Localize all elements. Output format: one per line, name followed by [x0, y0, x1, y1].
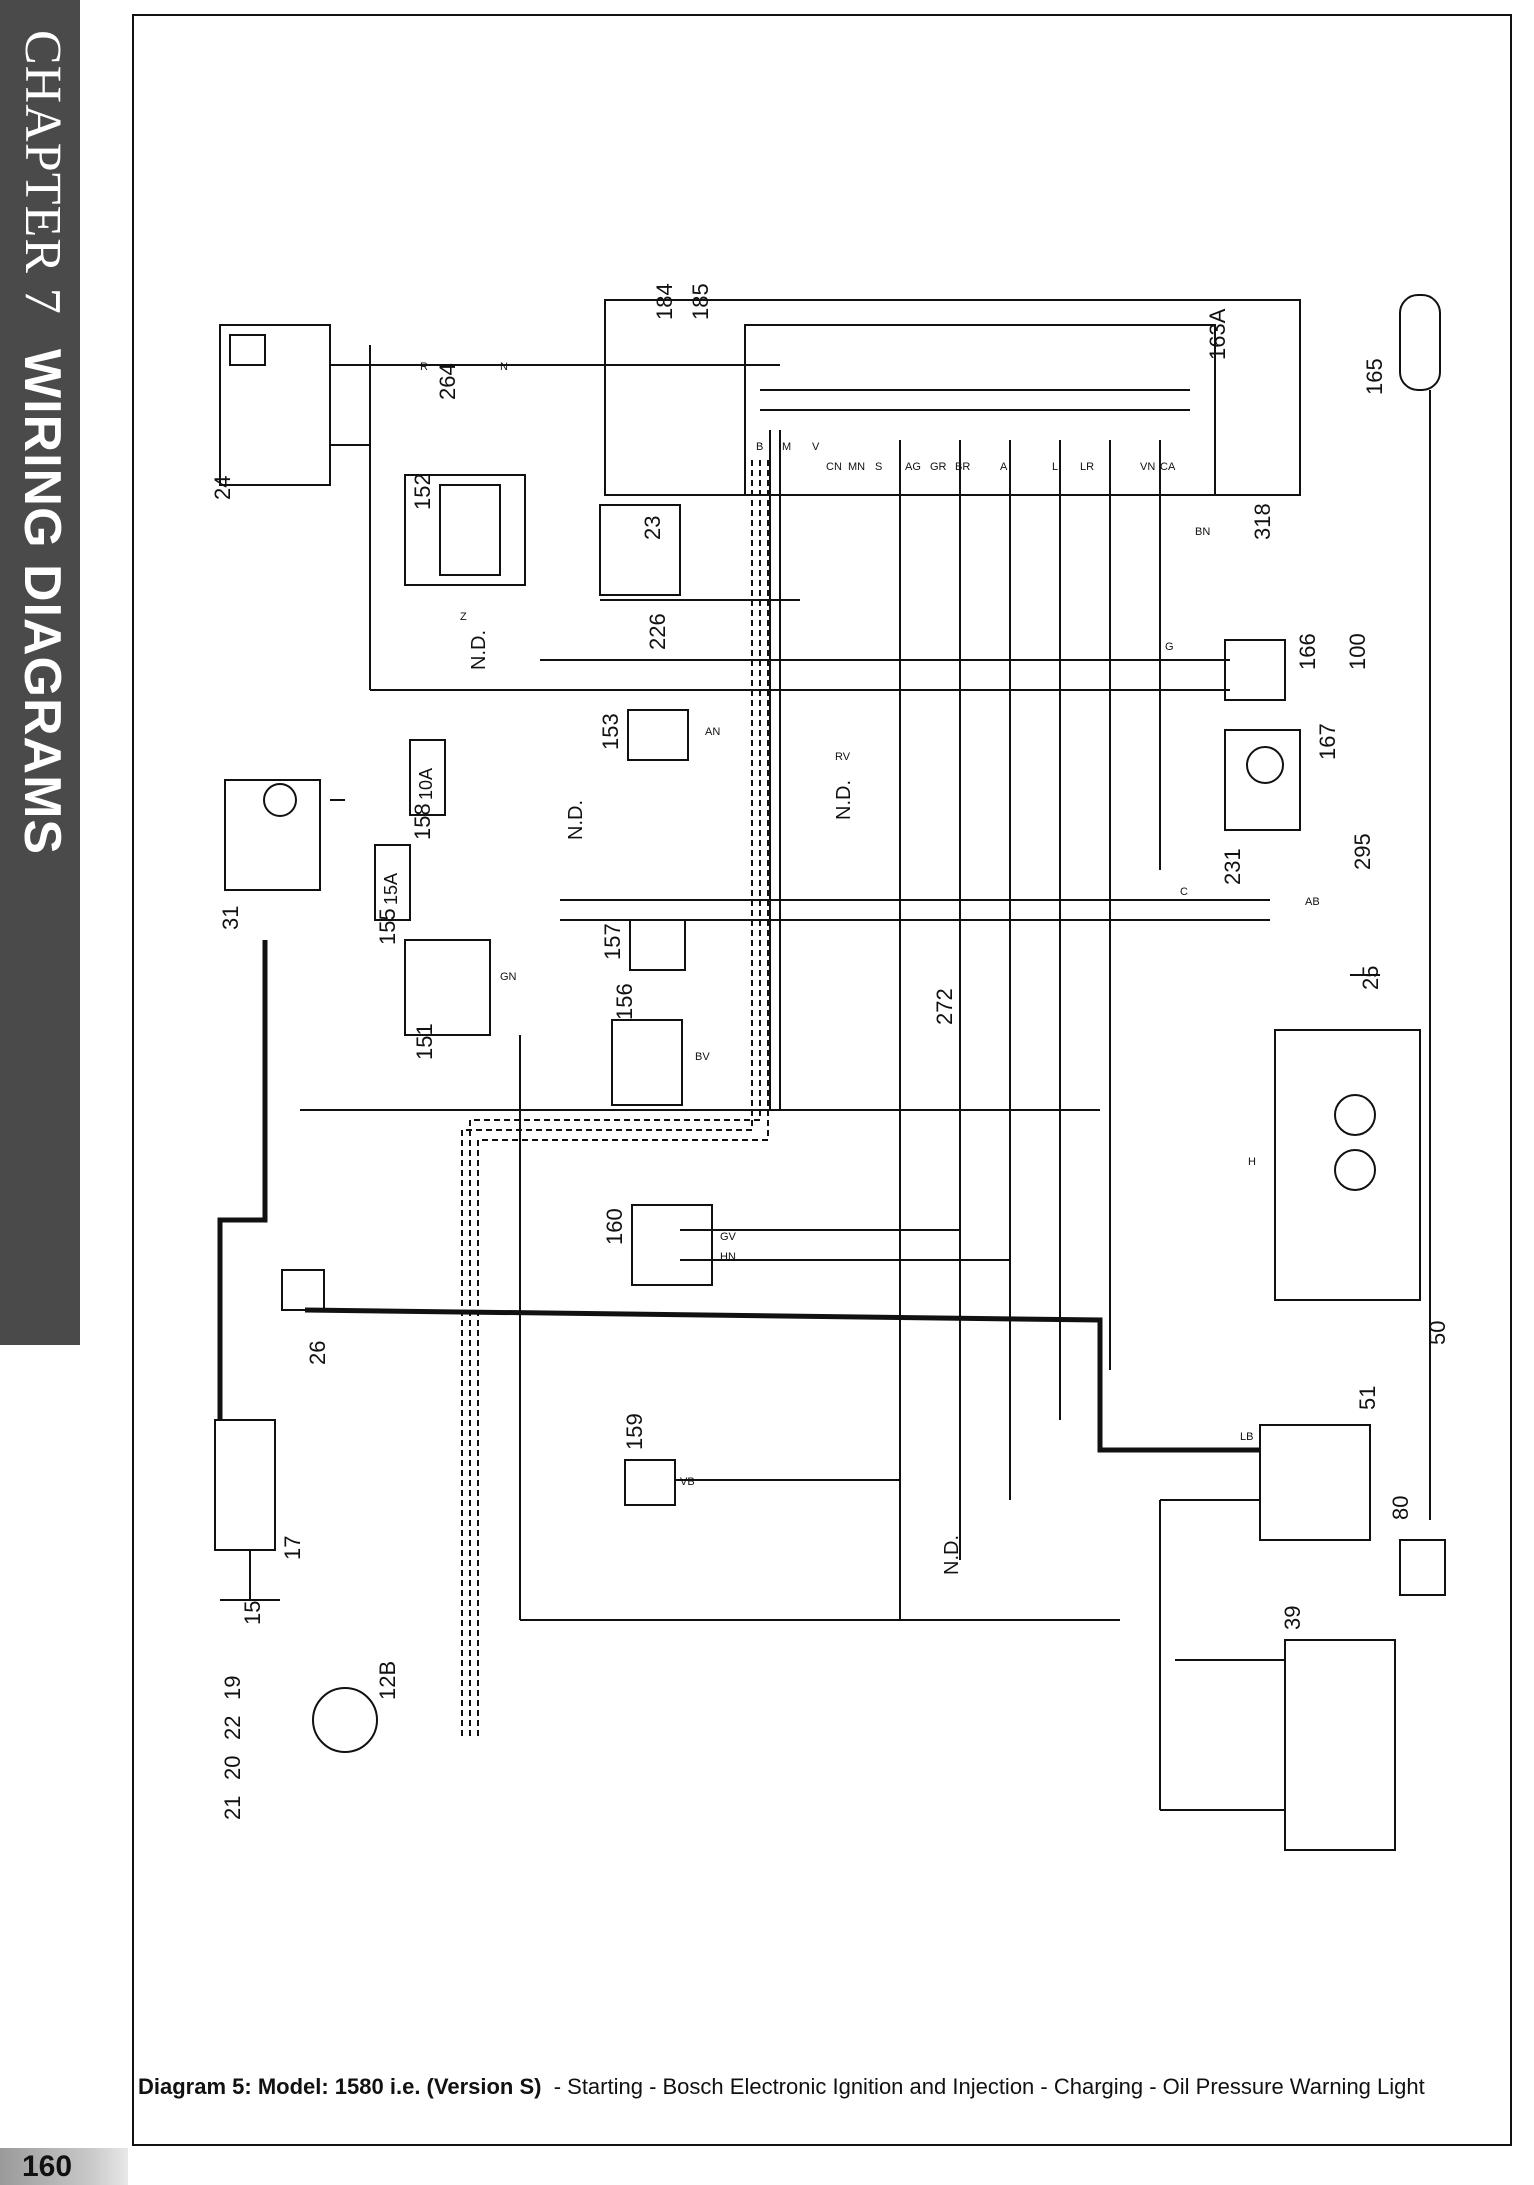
wiring-lines: [214, 294, 1446, 1851]
component-label: 231: [1220, 848, 1245, 885]
wire-code: VB: [680, 1476, 695, 1488]
component-label: 318: [1250, 503, 1275, 540]
wire-code: M: [782, 441, 791, 453]
component-label: 156: [612, 983, 637, 1020]
component-label: 158: [410, 803, 435, 840]
wire-code: CN: [826, 461, 842, 473]
component-label: 184: [652, 283, 677, 320]
component-label: 226: [645, 613, 670, 650]
component-label: 51: [1355, 1386, 1380, 1410]
wire-code: AN: [705, 726, 720, 738]
component-label: 165: [1362, 358, 1387, 395]
page-number: 160: [0, 2148, 128, 2185]
heavy-cables: [217, 940, 1260, 1453]
wire-code: H: [1248, 1156, 1256, 1168]
wire-code: LR: [1080, 461, 1094, 473]
annotation-nd: N.D.: [468, 630, 490, 670]
component-label: 17: [280, 1536, 305, 1560]
component-label: 24: [210, 476, 235, 500]
diagram-caption: Diagram 5: Model: 1580 i.e. (Version S) …: [138, 2072, 1438, 2102]
component-label: 160: [602, 1208, 627, 1245]
wire-code: BV: [695, 1051, 710, 1063]
component-label: 19: [220, 1676, 245, 1700]
component-label: 155: [375, 908, 400, 945]
component-label: 159: [622, 1413, 647, 1450]
chapter-label: CHAPTER 7: [14, 30, 71, 315]
component-label: 163A: [1205, 308, 1230, 360]
wire-code: BN: [1195, 526, 1210, 538]
ecu-outline-outer: [604, 299, 1301, 496]
caption-description: - Starting - Bosch Electronic Ignition a…: [553, 2074, 1425, 2099]
component-label: 15: [240, 1601, 265, 1625]
component-labels: 24 264 184 185 163A 165 152 23 318 226 1…: [210, 283, 1450, 1820]
component-label: 153: [598, 713, 623, 750]
component-label: 100: [1345, 633, 1370, 670]
section-label: WIRING DIAGRAMS: [13, 348, 71, 856]
annotation-nd: N.D.: [941, 1535, 963, 1575]
chapter-side-tab: CHAPTER 7 WIRING DIAGRAMS: [0, 0, 80, 1345]
wire-code: AG: [905, 461, 921, 473]
component-label: 22: [220, 1716, 245, 1740]
component-label: 264: [435, 363, 460, 400]
component-label: 12B: [375, 1661, 400, 1700]
caption-title: Diagram 5: Model: 1580 i.e. (Version S): [138, 2074, 542, 2099]
wire-code: GR: [930, 461, 947, 473]
wire-code: G: [1165, 641, 1174, 653]
wire-code: N: [500, 361, 508, 373]
component-label: 80: [1388, 1496, 1413, 1520]
fuse-rating: 10A: [416, 768, 436, 800]
annotation-nd: N.D.: [565, 800, 587, 840]
relay-box: [404, 474, 526, 586]
fuse-rating: 15A: [381, 873, 401, 905]
fuse-ratings: 10A 15A: [381, 768, 436, 905]
component-label: 157: [600, 923, 625, 960]
ecu-outline-inner: [744, 324, 1216, 496]
diagram-frame: [132, 14, 1512, 2146]
wiring-diagram: 24 264 184 185 163A 165 152 23 318 226 1…: [210, 283, 1450, 1851]
wire-code: C: [1180, 886, 1188, 898]
nd-annotations: N.D. N.D. N.D. N.D.: [468, 630, 963, 1575]
component-label: 166: [1295, 633, 1320, 670]
wire-code: LB: [1240, 1431, 1253, 1443]
component-label: 295: [1350, 833, 1375, 870]
screened-cable: [461, 460, 769, 1740]
component-label: 21: [220, 1796, 245, 1820]
component-label: 23: [640, 516, 665, 540]
wire-code: Z: [460, 611, 467, 623]
wire-code: S: [875, 461, 882, 473]
component-label: 152: [410, 473, 435, 510]
alternator-box: [219, 324, 331, 486]
wire-code: R: [420, 361, 428, 373]
wire-code: V: [812, 441, 820, 453]
wire-code: BR: [955, 461, 970, 473]
component-label: 26: [305, 1341, 330, 1365]
wire-code: CA: [1160, 461, 1176, 473]
component-label: 20: [220, 1756, 245, 1780]
wire-code: RV: [835, 751, 851, 763]
annotation-nd: N.D.: [833, 780, 855, 820]
wire-code: GN: [500, 971, 517, 983]
wire-code: VN: [1140, 461, 1155, 473]
component-label: 272: [932, 988, 957, 1025]
wire-code: AB: [1305, 896, 1320, 908]
component-label: 185: [688, 283, 713, 320]
wire-code: HN: [720, 1251, 736, 1263]
chapter-side-tab-text: CHAPTER 7 WIRING DIAGRAMS: [12, 30, 72, 855]
component-label: 50: [1425, 1321, 1450, 1345]
wire-code: L: [1052, 461, 1058, 473]
component-label: 25: [1358, 966, 1383, 990]
wire-code: B: [756, 441, 763, 453]
wire-code: A: [1000, 461, 1008, 473]
component-label: 151: [412, 1023, 437, 1060]
component-label: 167: [1315, 723, 1340, 760]
component-label: 39: [1280, 1606, 1305, 1630]
wire-codes: R N B M V G C H L Z S A AB AG AN BN BR C…: [420, 361, 1320, 1488]
wire-code: MN: [848, 461, 865, 473]
wire-code: GV: [720, 1231, 737, 1243]
component-label: 31: [218, 906, 243, 930]
